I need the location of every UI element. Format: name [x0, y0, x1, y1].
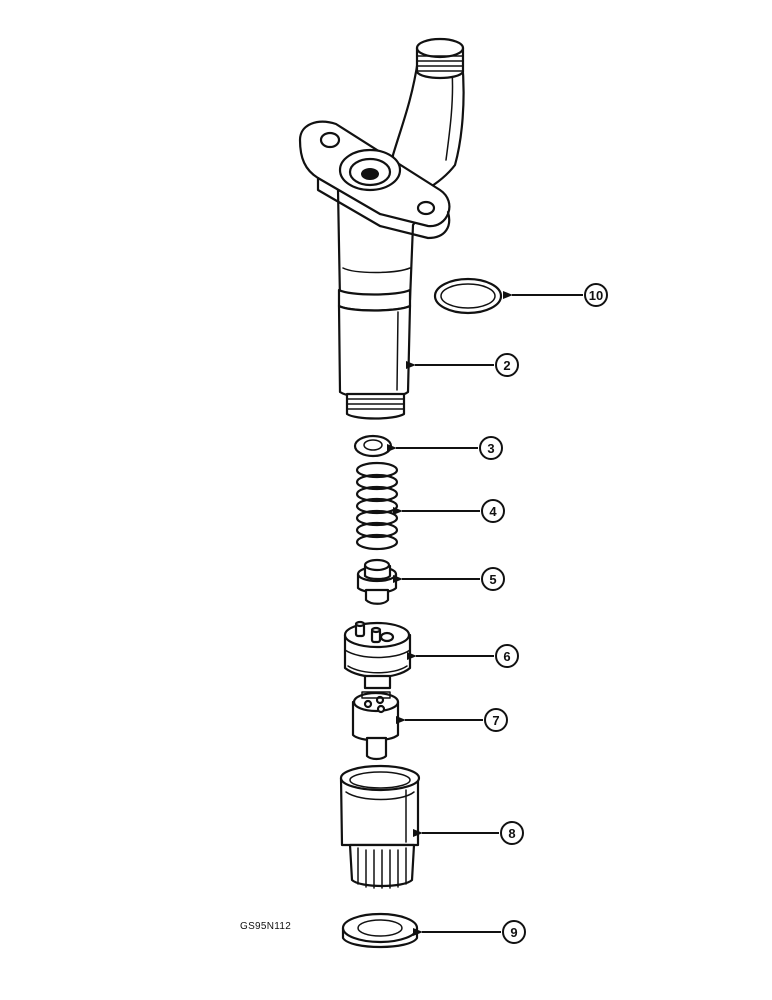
callout-label: 6: [503, 649, 510, 664]
spring: [355, 461, 399, 551]
callout-label: 5: [489, 572, 496, 587]
sealing-ring: [433, 277, 503, 315]
callout-7: 7: [396, 708, 508, 732]
callout-10: 10: [503, 283, 608, 307]
pressure-pin: [356, 558, 398, 605]
callout-label: 9: [510, 925, 517, 940]
callout-label: 4: [489, 504, 497, 519]
callout-4: 4: [393, 499, 505, 523]
callout-label: 3: [487, 441, 494, 456]
callout-6: 6: [407, 644, 519, 668]
callout-label: 8: [508, 826, 515, 841]
injector-body: [298, 37, 465, 420]
heat-shield-washer: [341, 912, 419, 949]
shim-washer: [353, 434, 393, 458]
callout-5: 5: [393, 567, 505, 591]
drawing-code-label: GS95N112: [240, 921, 291, 932]
callout-label: 7: [492, 713, 499, 728]
callout-2: 2: [406, 353, 519, 377]
callout-label: 10: [589, 288, 603, 303]
callout-label: 2: [503, 358, 510, 373]
nozzle: [351, 691, 400, 761]
callout-8: 8: [413, 821, 524, 845]
intermediate-plate: [343, 620, 412, 690]
callout-3: 3: [387, 436, 503, 460]
nozzle-nut: [339, 764, 421, 889]
callout-9: 9: [413, 920, 526, 944]
